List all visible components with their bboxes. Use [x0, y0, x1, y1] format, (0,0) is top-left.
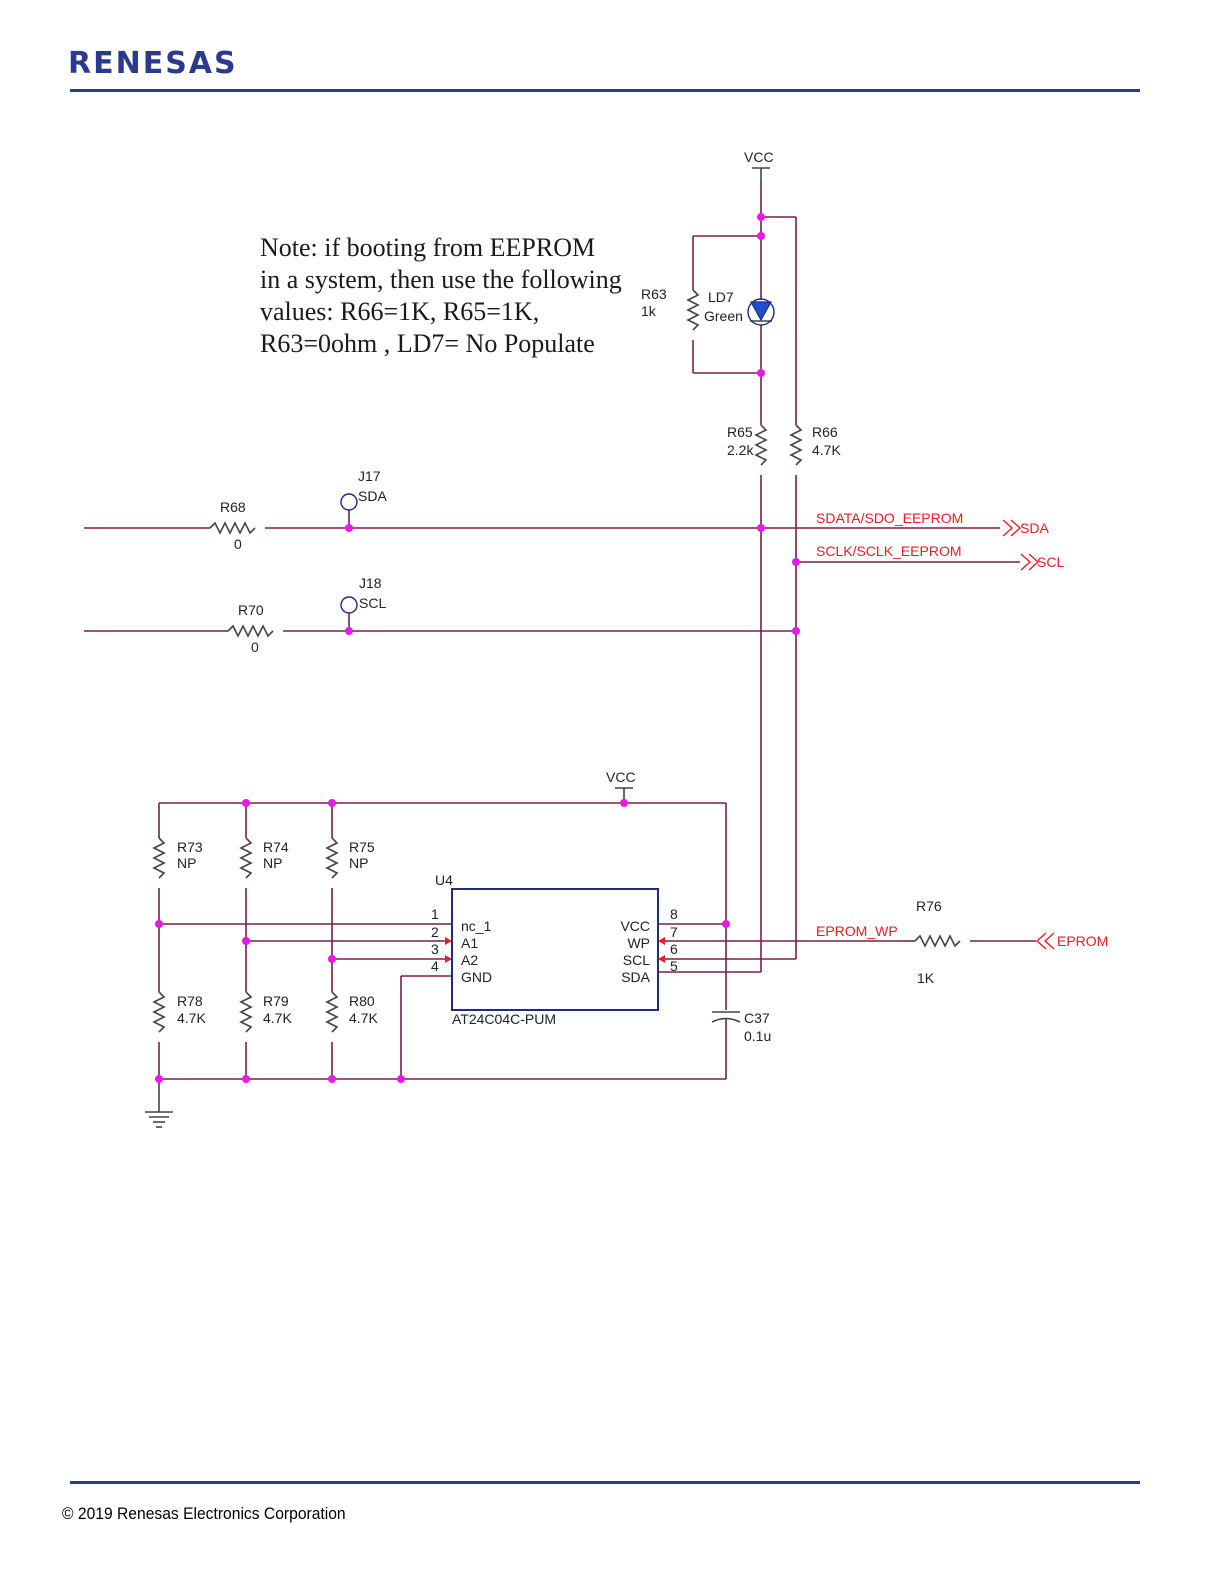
r79-resistor [239, 991, 253, 1033]
u4-pin8-num: 8 [670, 906, 678, 922]
sda-port-icon [1002, 519, 1022, 537]
u4-pin5-name: SDA [621, 969, 650, 985]
u4-pin1-name: nc_1 [461, 918, 492, 934]
r70-value: 0 [251, 639, 259, 655]
u4-ref: U4 [435, 872, 453, 888]
renesas-logo: RENESAS [68, 46, 238, 81]
scl-port-icon [1020, 553, 1040, 571]
r63-ref: R63 [641, 286, 667, 302]
r70-ref: R70 [238, 602, 264, 618]
r63-value: 1k [641, 303, 657, 319]
eprom-port-icon [1035, 932, 1055, 950]
u4-pin7-name: WP [627, 935, 650, 951]
c37-capacitor [711, 1011, 741, 1023]
eprom-port-label: EPROM [1057, 933, 1108, 949]
r68-ref: R68 [220, 499, 246, 515]
note-line-2: in a system, then use the following [260, 265, 622, 294]
r65-value: 2.2k [727, 442, 754, 458]
r63-resistor [686, 289, 700, 331]
footer-rule [70, 1481, 1140, 1484]
vcc-symbol-bottom: VCC [606, 769, 636, 803]
ld7-value: Green [704, 308, 743, 324]
r68-resistor [209, 521, 256, 535]
r73-ref: R73 [177, 839, 203, 855]
u4-pin1-num: 1 [431, 906, 439, 922]
vcc-top-label: VCC [744, 149, 774, 165]
r66-resistor [789, 424, 803, 466]
u4-pin2-name: A1 [461, 935, 478, 951]
j18-testpoint [340, 596, 358, 631]
r78-ref: R78 [177, 993, 203, 1009]
r65-resistor [754, 424, 768, 466]
sdata-net-label: SDATA/SDO_EEPROM [816, 510, 963, 526]
u4-part: AT24C04C-PUM [452, 1011, 556, 1027]
footer-copyright: © 2019 Renesas Electronics Corporation [62, 1504, 346, 1523]
note-line-4: R63=0ohm , LD7= No Populate [260, 329, 595, 358]
header-rule [70, 89, 1140, 92]
ld7-led [747, 298, 775, 326]
r76-value: 1K [917, 970, 935, 986]
eprom-wp-net-label: EPROM_WP [816, 923, 898, 939]
r80-ref: R80 [349, 993, 375, 1009]
c37-ref: C37 [744, 1010, 770, 1026]
r75-ref: R75 [349, 839, 375, 855]
u4-pin4-name: GND [461, 969, 492, 985]
r75-value: NP [349, 855, 368, 871]
r74-resistor [239, 837, 253, 879]
vcc-bottom-label: VCC [606, 769, 636, 785]
u4-pin2-num: 2 [431, 924, 439, 940]
r79-ref: R79 [263, 993, 289, 1009]
u4-pin7-num: 7 [670, 924, 678, 940]
ld7-ref: LD7 [708, 289, 734, 305]
j17-ref: J17 [358, 468, 381, 484]
sda-port-label: SDA [1020, 520, 1049, 536]
ground-icon [145, 1079, 173, 1128]
r80-resistor [325, 991, 339, 1033]
j18-ref: J18 [359, 575, 382, 591]
sclk-net-label: SCLK/SCLK_EEPROM [816, 543, 962, 559]
r66-ref: R66 [812, 424, 838, 440]
j17-testpoint [340, 493, 358, 528]
j18-value: SCL [359, 595, 386, 611]
boot-note: Note: if booting from EEPROM in a system… [260, 233, 622, 358]
u4-eeprom-chip [451, 888, 659, 1011]
note-line-3: values: R66=1K, R65=1K, [260, 297, 539, 326]
scl-port-label: SCL [1037, 554, 1064, 570]
u4-pin3-name: A2 [461, 952, 478, 968]
r68-value: 0 [234, 536, 242, 552]
r70-resistor [227, 624, 274, 638]
r76-resistor [914, 934, 961, 948]
junction-dots [155, 213, 800, 1083]
r76-ref: R76 [916, 898, 942, 914]
r78-resistor [152, 991, 166, 1033]
r78-value: 4.7K [177, 1010, 206, 1026]
u4-pin4-num: 4 [431, 958, 439, 974]
note-line-1: Note: if booting from EEPROM [260, 233, 595, 262]
u4-pin5-num: 5 [670, 958, 678, 974]
r79-value: 4.7K [263, 1010, 292, 1026]
r80-value: 4.7K [349, 1010, 378, 1026]
j17-value: SDA [358, 488, 387, 504]
r74-value: NP [263, 855, 282, 871]
vcc-symbol-top: VCC [744, 149, 774, 182]
u4-pin6-num: 6 [670, 941, 678, 957]
r66-value: 4.7K [812, 442, 841, 458]
r73-value: NP [177, 855, 196, 871]
r65-ref: R65 [727, 424, 753, 440]
r75-resistor [325, 837, 339, 879]
r73-resistor [152, 837, 166, 879]
r74-ref: R74 [263, 839, 289, 855]
c37-value: 0.1u [744, 1028, 771, 1044]
u4-pin8-name: VCC [620, 918, 650, 934]
u4-pin3-num: 3 [431, 941, 439, 957]
u4-pin6-name: SCL [623, 952, 650, 968]
